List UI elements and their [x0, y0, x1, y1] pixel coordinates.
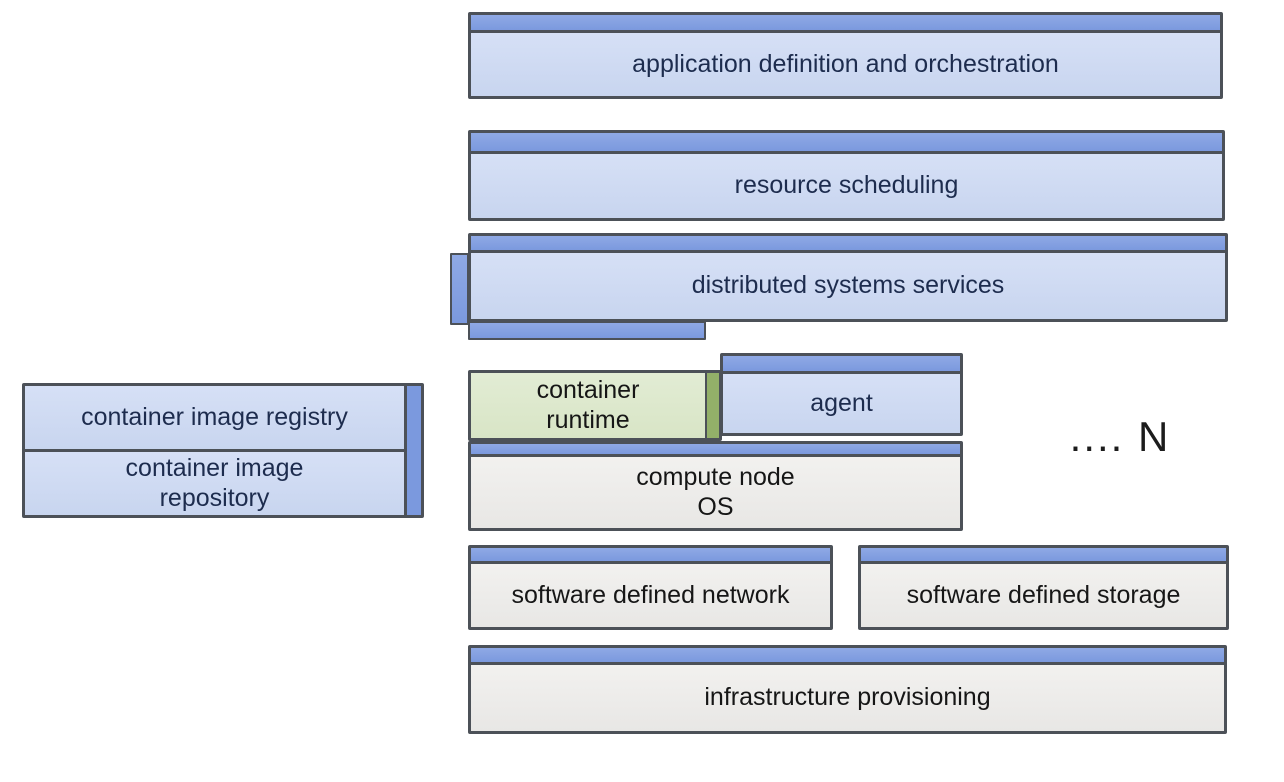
container-runtime-label: container runtime — [536, 376, 640, 434]
compute-node-os-label: compute node OS — [636, 463, 795, 521]
container-image-registry-block: container image registry container image… — [22, 383, 424, 518]
container-image-registry-label: container image registry — [81, 402, 348, 431]
layer-header-strip — [471, 648, 1224, 665]
container-runtime-accent-strip — [705, 373, 719, 438]
layer-distributed-services: distributed systems services — [468, 233, 1228, 322]
layer-application-definition: application definition and orchestration — [468, 12, 1223, 99]
container-image-repository-cell: container image repository — [25, 452, 404, 515]
software-defined-storage-label: software defined storage — [906, 580, 1181, 609]
container-image-repository-label: container image repository — [125, 454, 304, 512]
registry-cells: container image registry container image… — [25, 386, 404, 515]
infrastructure-provisioning-label: infrastructure provisioning — [704, 683, 991, 712]
layer-software-defined-network: software defined network — [468, 545, 833, 630]
layer-distributed-services-label: distributed systems services — [691, 271, 1005, 300]
layer-infrastructure-provisioning: infrastructure provisioning — [468, 645, 1227, 734]
layer-software-defined-storage: software defined storage — [858, 545, 1229, 630]
distributed-services-left-accent-bar — [450, 253, 469, 325]
compute-node-os-box: compute node OS — [468, 441, 963, 531]
layer-header-strip — [471, 15, 1220, 33]
agent-box: agent — [720, 353, 963, 436]
layer-header-strip — [861, 548, 1226, 564]
agent-label: agent — [810, 388, 873, 417]
registry-right-accent-strip — [404, 386, 421, 515]
layer-header-strip — [471, 133, 1222, 154]
layer-resource-scheduling-label: resource scheduling — [734, 171, 959, 200]
layer-header-strip — [723, 356, 960, 374]
node-count-label: .... N — [1069, 413, 1171, 460]
layer-header-strip — [471, 548, 830, 564]
layer-resource-scheduling: resource scheduling — [468, 130, 1225, 221]
container-runtime-box: container runtime — [468, 370, 722, 441]
software-defined-network-label: software defined network — [511, 580, 790, 609]
layer-header-strip — [471, 236, 1225, 253]
layer-header-strip — [471, 444, 960, 457]
container-image-registry-cell: container image registry — [25, 386, 404, 452]
distributed-services-bottom-accent-bar — [468, 321, 706, 340]
layer-application-definition-label: application definition and orchestration — [632, 49, 1059, 78]
